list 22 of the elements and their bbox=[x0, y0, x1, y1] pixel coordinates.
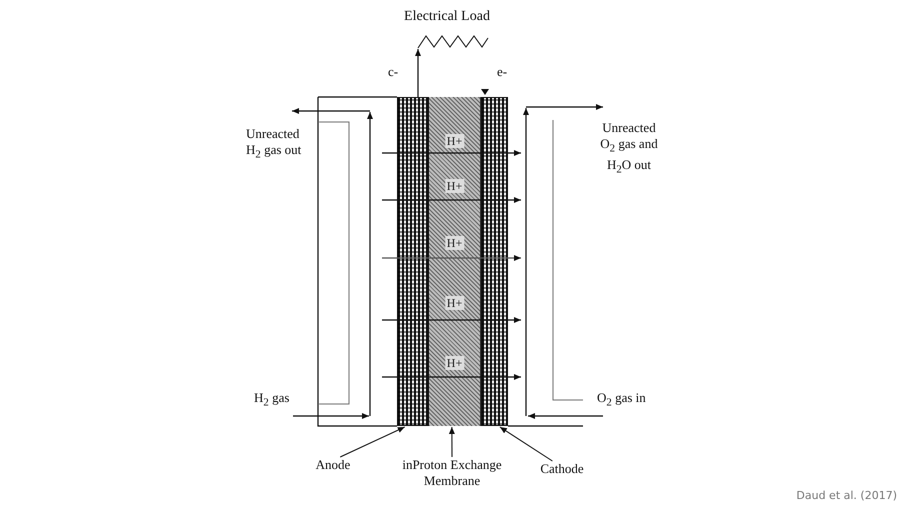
leader-line bbox=[499, 426, 553, 462]
membrane-layer bbox=[428, 97, 481, 426]
cathode-layer bbox=[481, 97, 508, 426]
outlet-label: Unreacted H$_{2}$ gas out bbox=[246, 126, 302, 163]
citation-text: Daud et al. (2017) bbox=[796, 489, 897, 502]
leader-line bbox=[340, 426, 406, 458]
inlet-label: H$_{2}$ gas bbox=[254, 390, 290, 411]
electron-label: e- bbox=[497, 64, 508, 80]
ion-label: H+ bbox=[444, 236, 464, 250]
load-label: Electrical Load bbox=[403, 9, 491, 25]
part-label: Cathode bbox=[530, 461, 594, 477]
anode-layer bbox=[397, 97, 428, 426]
ion-label: H+ bbox=[444, 134, 464, 148]
outlet-label: Unreacted O$_{2}$ gas and H$_{2}$O out bbox=[599, 120, 659, 178]
inlet-label: O$_{2}$ gas in bbox=[597, 390, 647, 411]
part-label: Anode bbox=[303, 457, 363, 473]
part-label: inProton Exchange Membrane bbox=[382, 457, 522, 489]
ion-label: H+ bbox=[444, 296, 464, 310]
electron-label: c- bbox=[388, 64, 400, 80]
leader-line bbox=[448, 426, 455, 458]
ion-label: H+ bbox=[444, 179, 464, 193]
ion-label: H+ bbox=[444, 356, 464, 370]
